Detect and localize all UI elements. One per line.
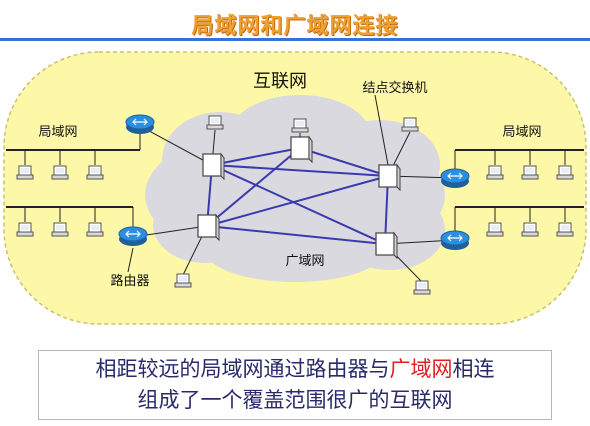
caption-highlight: 广域网 xyxy=(389,357,453,381)
router-label: 路由器 xyxy=(110,273,149,289)
lan-left-bottom xyxy=(6,206,134,237)
node-switch-icon xyxy=(378,164,401,191)
lan-left-label: 局域网 xyxy=(38,125,77,140)
title-rule xyxy=(0,38,590,41)
router-icon xyxy=(118,226,148,247)
lan-left-bottom-pc xyxy=(16,222,34,237)
node-switch-icon xyxy=(197,214,220,241)
slide-title: 局域网和广域网连接 xyxy=(191,14,399,39)
wan-label: 广域网 xyxy=(285,254,324,269)
internet-label: 互联网 xyxy=(253,71,307,92)
lan-right-bottom-pc xyxy=(521,222,539,237)
lan-left-top-pc xyxy=(16,165,34,180)
lan-right-bottom-pc xyxy=(486,222,504,237)
lan-left-bottom-pc xyxy=(86,222,104,237)
lan-left-bottom-pc xyxy=(51,222,69,237)
caption-text-1b: 相连 xyxy=(452,357,495,381)
host-pc xyxy=(401,117,419,132)
wan-cloud xyxy=(145,95,445,282)
host-pc xyxy=(174,273,192,288)
lan-right-bottom-pc xyxy=(556,222,574,237)
lan-left-top-pc xyxy=(51,165,69,180)
caption-text-1a: 相距较远的局域网通过路由器与 xyxy=(95,357,390,381)
caption-line-2: 组成了一个覆盖范围很广的互联网 xyxy=(137,388,453,412)
node-switch-label: 结点交换机 xyxy=(362,80,427,96)
host-pc xyxy=(291,118,309,133)
lan-right-top-pc xyxy=(556,165,574,180)
lan-right-label: 局域网 xyxy=(502,125,541,140)
lan-right-top-pc xyxy=(521,165,539,180)
host-pc xyxy=(413,280,431,295)
node-switch-icon xyxy=(202,153,225,180)
node-switch-icon xyxy=(375,232,398,259)
node-switch-icon xyxy=(290,136,313,163)
lan-right-top-pc xyxy=(486,165,504,180)
lan-left-top-pc xyxy=(86,165,104,180)
router-icon xyxy=(125,114,155,135)
host-pc xyxy=(206,115,224,130)
router-icon xyxy=(440,168,470,189)
router-icon xyxy=(440,230,470,251)
router-label-pointer xyxy=(127,247,134,273)
caption-line-1: 相距较远的局域网通过路由器与广域网相连 xyxy=(39,354,551,385)
caption-box: 相距较远的局域网通过路由器与广域网相连 组成了一个覆盖范围很广的互联网 xyxy=(38,350,552,420)
network-diagram: 互联网 结点交换机 局域网 局域网 广域网 路由器 xyxy=(3,51,587,325)
